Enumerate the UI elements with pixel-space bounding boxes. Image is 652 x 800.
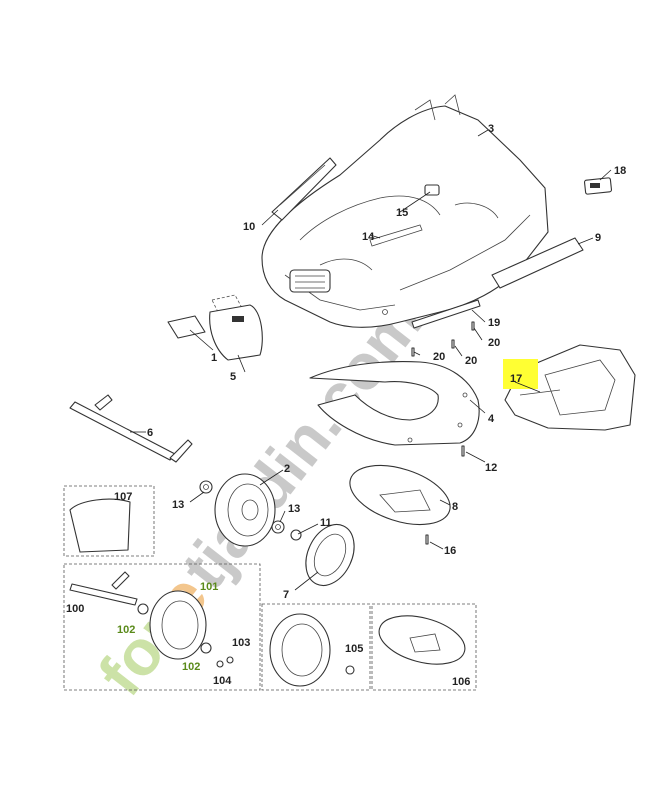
part-20-screw-2[interactable] [451, 339, 455, 349]
label-13-b: 13 [288, 503, 300, 515]
label-14: 14 [362, 231, 375, 243]
label-103: 103 [232, 637, 250, 649]
label-8: 8 [452, 501, 458, 513]
part-107-cover[interactable] [69, 498, 131, 553]
label-20-b: 20 [465, 355, 477, 367]
box-107 [63, 485, 155, 557]
part-7-hubcap[interactable] [297, 517, 364, 594]
label-102-b: 102 [182, 661, 200, 673]
part-1-cover[interactable] [167, 315, 206, 339]
part-10-left-flap[interactable] [271, 157, 337, 221]
label-20-a: 20 [433, 351, 445, 363]
label-16: 16 [444, 545, 456, 557]
part-3-deck[interactable] [261, 94, 549, 328]
box-100 [63, 563, 261, 691]
label-106: 106 [452, 676, 470, 688]
label-2: 2 [284, 463, 290, 475]
label-4: 4 [488, 413, 495, 425]
label-107: 107 [114, 491, 132, 503]
part-100-axle[interactable] [69, 571, 138, 606]
part-102-bushing-a[interactable] [137, 603, 149, 615]
part-2-wheel[interactable] [214, 473, 276, 547]
part-13-bushing-left[interactable] [199, 480, 213, 494]
part-16-screw[interactable] [425, 534, 429, 545]
label-9: 9 [595, 232, 601, 244]
part-20-screw-3[interactable] [471, 321, 475, 331]
leader-lines [130, 129, 612, 591]
label-20-c: 20 [488, 337, 500, 349]
label-101: 101 [200, 581, 218, 593]
label-3: 3 [488, 123, 494, 135]
part-6-rear-axle[interactable] [69, 394, 193, 463]
label-10: 10 [243, 221, 255, 233]
part-11-screw[interactable] [290, 529, 302, 541]
part-103-screw[interactable] [226, 656, 234, 664]
part-104-nut[interactable] [216, 660, 224, 668]
label-6: 6 [147, 427, 153, 439]
label-104: 104 [213, 675, 232, 687]
label-102-a: 102 [117, 624, 135, 636]
part-105-wheel[interactable] [269, 613, 355, 687]
label-19: 19 [488, 317, 500, 329]
label-105: 105 [345, 643, 363, 655]
part-labels: 3 18 9 10 15 14 19 20 20 20 1 5 17 4 6 1… [66, 123, 626, 688]
box-105 [261, 603, 371, 691]
label-100: 100 [66, 603, 84, 615]
part-106-plate[interactable] [374, 607, 470, 672]
label-5: 5 [230, 371, 236, 383]
label-18: 18 [614, 165, 626, 177]
label-13-a: 13 [172, 499, 184, 511]
part-9-side-trim[interactable] [491, 237, 584, 289]
part-102-bushing-b[interactable] [200, 642, 212, 654]
part-20-screw-1[interactable] [411, 347, 415, 357]
label-7: 7 [283, 589, 289, 601]
label-15: 15 [396, 207, 408, 219]
part-12-screw[interactable] [461, 445, 465, 457]
part-19-strip[interactable] [411, 299, 481, 329]
label-1: 1 [211, 352, 217, 364]
label-17: 17 [510, 373, 522, 385]
box-106 [371, 603, 477, 691]
part-13-bushing-right[interactable] [271, 520, 285, 534]
part-8-plate[interactable] [343, 454, 458, 536]
label-11: 11 [320, 517, 332, 529]
part-101-wheel[interactable] [149, 590, 207, 660]
part-4-baffle[interactable] [309, 361, 480, 446]
part-5-bracket[interactable] [209, 294, 263, 361]
label-12: 12 [485, 462, 497, 474]
part-18-label[interactable] [583, 177, 613, 195]
